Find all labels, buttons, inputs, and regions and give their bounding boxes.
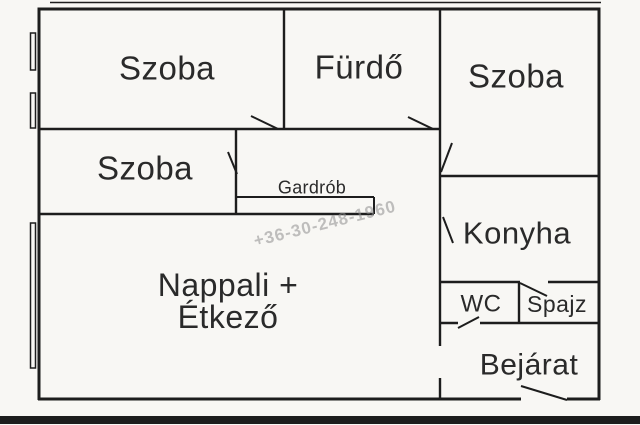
room-label-spajz: Spajz <box>526 290 588 317</box>
room-label-bejarat: Bejárat <box>479 348 579 382</box>
door-konyha-swing <box>442 216 454 244</box>
door-szoba2-swing <box>227 151 238 175</box>
door-szoba3-swing <box>440 142 453 173</box>
room-label-nappali-etkezo: Nappali + Étkező <box>158 269 299 333</box>
room-label-konyha: Konyha <box>462 215 572 251</box>
room-label-nappali-line1: Nappali + <box>157 267 299 303</box>
window-szoba1-upper <box>29 32 37 71</box>
room-label-furdo: Fürdő <box>314 48 404 86</box>
room-label-szoba-top-left: Szoba <box>118 49 216 87</box>
door-wc-swing <box>457 316 480 329</box>
room-label-szoba-middle: Szoba <box>96 149 194 187</box>
door-bejarat-swing <box>520 385 568 401</box>
door-szoba1-swing <box>250 115 279 130</box>
room-label-gardrob: Gardrób <box>277 177 347 198</box>
window-nappali <box>29 222 37 369</box>
room-label-wc: WC <box>460 290 502 318</box>
door-spajz-swing <box>519 282 548 297</box>
room-label-szoba-top-right: Szoba <box>467 57 565 95</box>
door-furdo-swing <box>407 116 434 130</box>
window-szoba1-lower <box>29 92 37 129</box>
bottom-border-bar <box>0 416 640 424</box>
room-label-nappali-line2: Étkező <box>177 299 279 335</box>
